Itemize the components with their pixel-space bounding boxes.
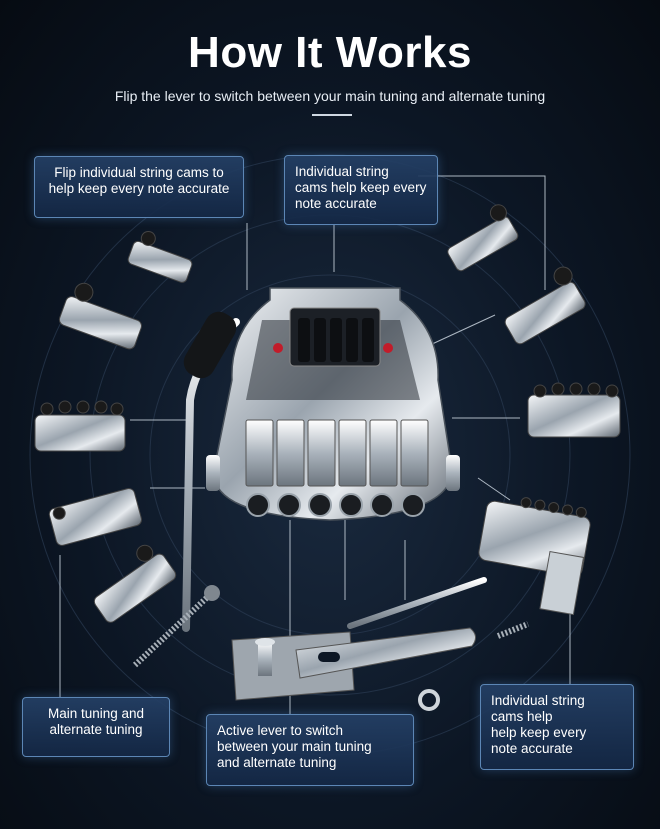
bridge-assembly (206, 287, 460, 521)
callout-flip-cams: Flip individual string cams to help keep… (34, 156, 244, 218)
hardware (132, 577, 530, 711)
tremolo-arm (182, 311, 240, 632)
callout-main-tuning: Main tuning and alternate tuning (22, 697, 170, 757)
title-divider (312, 114, 352, 116)
callout-string-cams-bottom: Individual string cams help help keep ev… (480, 684, 634, 770)
callout-string-cams-top: Individual string cams help keep every n… (284, 155, 438, 225)
page-subtitle: Flip the lever to switch between your ma… (114, 88, 546, 104)
page-title: How It Works (188, 28, 472, 77)
callout-active-lever: Active lever to switch between your main… (206, 714, 414, 786)
